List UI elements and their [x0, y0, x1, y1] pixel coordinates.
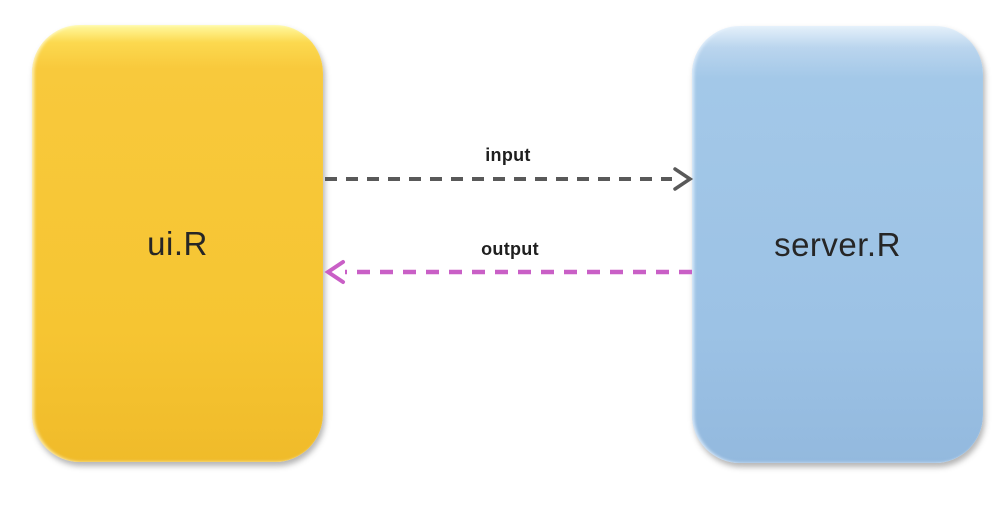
node-ui-r-label: ui.R [147, 224, 208, 262]
node-ui-r: ui.R [32, 25, 323, 462]
node-server-r-label: server.R [774, 225, 901, 263]
input-edge-label: input [485, 145, 531, 165]
output-arrowhead-icon [324, 260, 345, 284]
input-arrowhead-icon [673, 167, 694, 191]
node-server-r: server.R [692, 26, 983, 463]
output-edge-label: output [481, 239, 539, 259]
